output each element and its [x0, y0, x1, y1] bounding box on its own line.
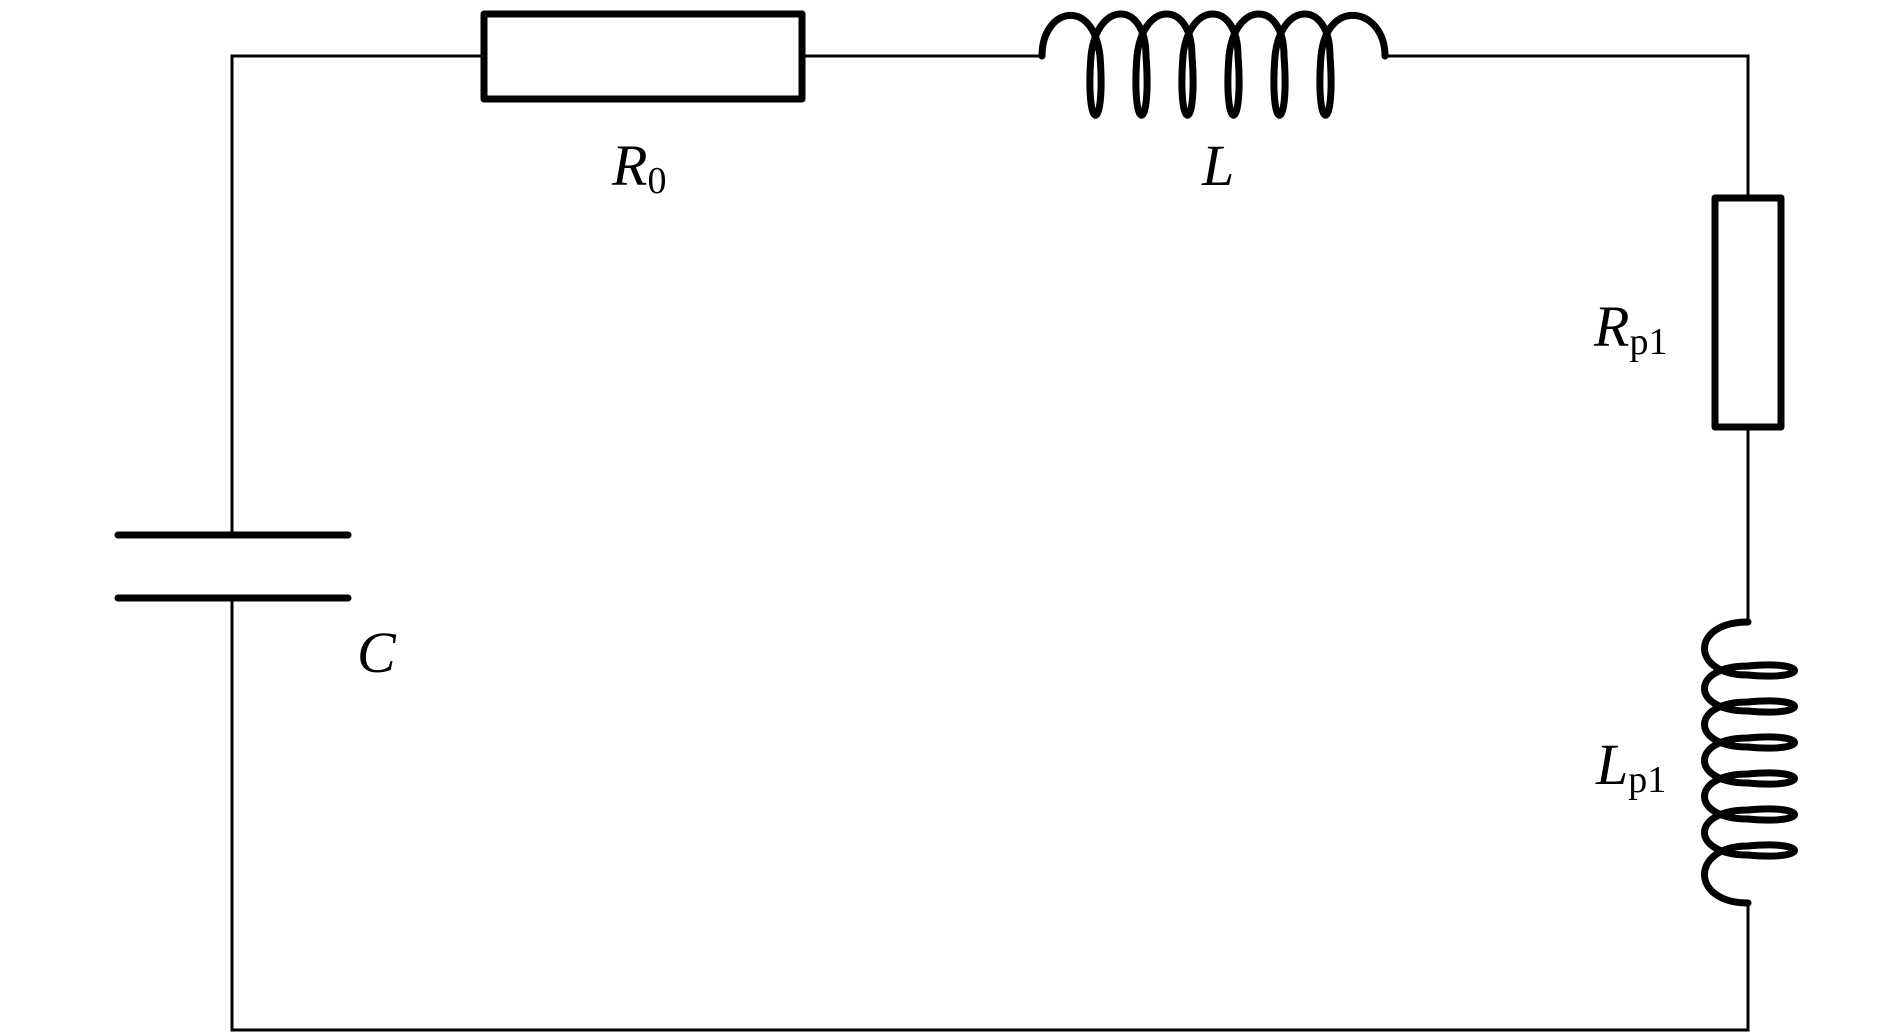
label-c: C	[357, 620, 397, 685]
label-l: L	[1201, 133, 1234, 198]
wires	[230, 54, 1750, 1032]
label-rp1: Rp1	[1593, 294, 1667, 363]
capacitor-c	[114, 531, 352, 602]
inductor-l	[1038, 10, 1389, 119]
inductor-lp1	[1701, 618, 1798, 907]
label-r0: R0	[611, 133, 666, 202]
resistor-rp1	[1711, 194, 1785, 431]
label-lp1: Lp1	[1595, 732, 1666, 801]
resistor-r0	[480, 10, 806, 103]
